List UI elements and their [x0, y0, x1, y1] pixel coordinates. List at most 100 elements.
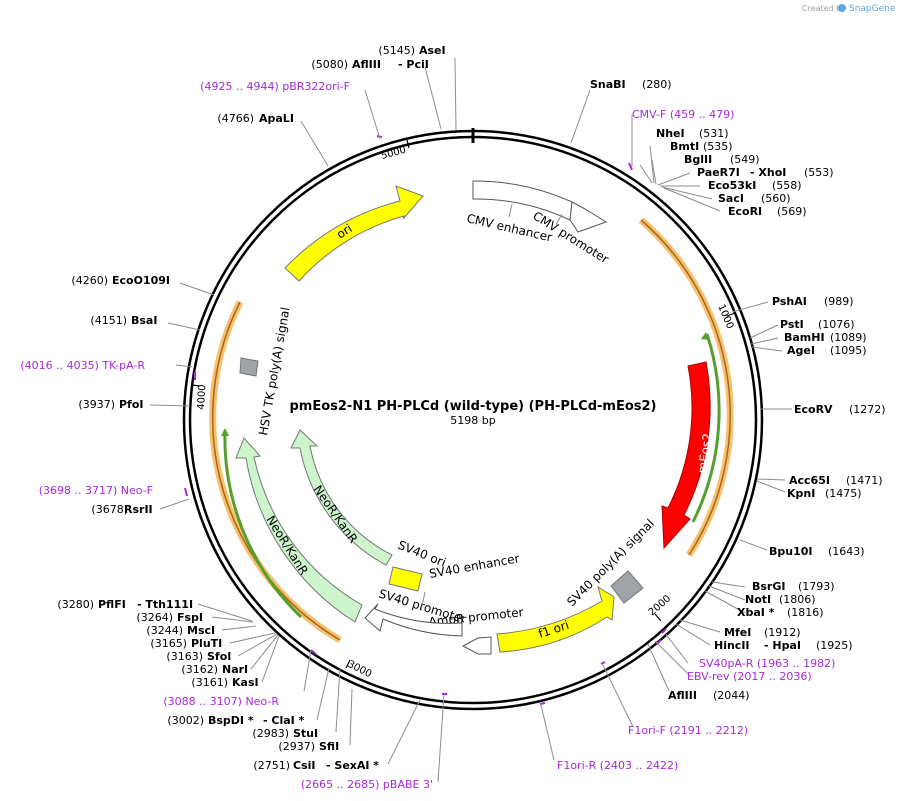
- ori-feature[interactable]: [284, 185, 424, 282]
- site-pos-pshai: (989): [824, 295, 854, 308]
- site-name-snabi: SnaBI: [590, 78, 626, 91]
- site-name-ecoo109i: EcoO109I: [112, 274, 170, 287]
- site-name-rsrii: RsrII: [124, 503, 153, 516]
- site-pos-mfei: (1912): [764, 626, 801, 639]
- neor-inner-feature[interactable]: [290, 429, 393, 566]
- sv40-polya-feature[interactable]: [610, 570, 644, 604]
- site-pos-sfoi: (3163): [166, 650, 203, 663]
- site-name-saci: SacI: [718, 192, 744, 205]
- site-pos-bspdi: (3002): [167, 714, 204, 727]
- site-name-bglii: BglII: [684, 153, 712, 166]
- site-pos-nari: (3162): [181, 663, 218, 676]
- site-pos-kpni: (1475): [825, 487, 862, 500]
- site-pos-acc65i: (1471): [846, 474, 883, 487]
- primer-tk-pa-r: (4016 .. 4035) TK-pA-R: [20, 359, 145, 372]
- site-name-acc65i: Acc65I: [789, 474, 830, 487]
- ampr-promoter-feature[interactable]: [461, 636, 492, 655]
- site-name-sexai: - SexAI *: [326, 759, 379, 772]
- site-name-xbai: XbaI *: [737, 606, 775, 619]
- site-name-afliii-5080: AflIII: [352, 58, 381, 71]
- site-name-afliii-2044: AflIII: [668, 689, 697, 702]
- neor-outer-label: NeoR/KanR: [263, 513, 310, 577]
- hsv-tk-label: HSV TK poly(A) signal: [256, 306, 292, 436]
- site-pos-snabi: (280): [642, 78, 672, 91]
- site-name-asei: AseI: [419, 44, 446, 57]
- credit-text: Created by: [802, 4, 846, 13]
- site-name-pfoi: PfoI: [119, 398, 144, 411]
- primer-neo-r: (3088 .. 3107) Neo-R: [163, 695, 279, 708]
- primer-labels: (4925 .. 4944) pBR322ori-F (4016 .. 4035…: [20, 80, 835, 791]
- hsv-tk-polya-feature[interactable]: [239, 357, 259, 377]
- tick-5000: 5000: [380, 145, 407, 162]
- site-pos-ecorv: (1272): [849, 403, 886, 416]
- site-name-clai: - ClaI *: [263, 714, 305, 727]
- site-pos-asei: (5145): [378, 44, 415, 57]
- cmv-enhancer-feature[interactable]: [472, 180, 573, 221]
- credit-brand: SnapGene: [849, 4, 896, 14]
- site-pos-kasi: (3161): [191, 676, 228, 689]
- site-name-ecori: EcoRI: [728, 205, 762, 218]
- primer-pbabe-3: (2665 .. 2685) pBABE 3': [301, 778, 433, 791]
- primer-neo-f: (3698 .. 3717) Neo-F: [39, 484, 153, 497]
- site-name-hincii: HincII: [714, 639, 750, 652]
- map-title: pmEos2-N1 PH-PLCd (wild-type) (PH-PLCd-m…: [289, 399, 656, 414]
- neor-outer-feature[interactable]: [235, 437, 363, 623]
- primer-ebv-rev: EBV-rev (2017 .. 2036): [687, 670, 812, 683]
- primer-cmv-f: CMV-F (459 .. 479): [632, 108, 734, 121]
- site-pos-nhei: (531): [699, 127, 729, 140]
- tick-2000: 2000: [647, 593, 673, 618]
- site-name-sfoi: SfoI: [207, 650, 231, 663]
- site-pos-pfoi: (3937): [78, 398, 115, 411]
- sv40-promoter-feature[interactable]: [364, 603, 463, 637]
- site-name-paer7i: PaeR7I: [697, 166, 740, 179]
- meos2-feature[interactable]: [661, 361, 711, 550]
- site-pos-rsrii: (3678): [91, 503, 128, 516]
- site-name-mfei: MfeI: [724, 626, 751, 639]
- site-name-apali: ApaLI: [259, 112, 294, 125]
- site-pos-bpu10i: (1643): [828, 545, 865, 558]
- site-name-xhoi: - XhoI: [750, 166, 786, 179]
- site-pos-bmti: (535): [703, 140, 733, 153]
- site-labels-right: SnaBI (280) NheI (531) BmtI (535) BglII …: [590, 78, 886, 702]
- site-pos-afliii-2044: (2044): [713, 689, 750, 702]
- site-name-pcii: - PciI: [398, 58, 429, 71]
- site-name-msci: MscI: [187, 624, 215, 637]
- site-name-tth111i: - Tth111I: [137, 598, 193, 611]
- site-pos-agei: (1095): [830, 344, 867, 357]
- f1-ori-feature[interactable]: [496, 585, 615, 653]
- site-name-noti: NotI: [745, 593, 771, 606]
- sv40-ori-feature[interactable]: [388, 566, 423, 592]
- site-pos-xbai: (1816): [787, 606, 824, 619]
- map-size: 5198 bp: [450, 414, 495, 427]
- primer-sv40pa-r: SV40pA-R (1963 .. 1982): [699, 657, 835, 670]
- site-name-kpni: KpnI: [787, 487, 815, 500]
- site-name-eco53ki: Eco53kI: [708, 179, 756, 192]
- site-labels-left: (5145) AseI (5080) AflIII - PciI (4766) …: [57, 44, 445, 772]
- site-pos-afliii-5080: (5080): [311, 58, 348, 71]
- site-name-psti: PstI: [780, 318, 804, 331]
- snapgene-logo-icon: [838, 4, 846, 12]
- site-pos-fspi: (3264): [136, 611, 173, 624]
- sv40-ori-label: SV40 ori: [396, 538, 448, 570]
- site-name-pluti: PluTI: [191, 637, 222, 650]
- site-pos-bsai: (4151): [90, 314, 127, 327]
- site-name-bsrgi: BsrGI: [752, 580, 785, 593]
- site-pos-pflfi: (3280): [57, 598, 94, 611]
- site-pos-xhoi: (553): [804, 166, 834, 179]
- site-name-pflfi: PflFI: [98, 598, 126, 611]
- site-pos-sfii: (2937): [278, 740, 315, 753]
- site-name-nhei: NheI: [656, 127, 685, 140]
- site-pos-bsrgi: (1793): [798, 580, 835, 593]
- site-name-stui: StuI: [293, 727, 318, 740]
- site-pos-pluti: (3165): [150, 637, 187, 650]
- meos2-label: mEos2: [695, 432, 715, 474]
- site-name-bpu10i: Bpu10I: [769, 545, 813, 558]
- site-pos-saci: (560): [761, 192, 791, 205]
- site-name-bspdi: BspDI *: [208, 714, 254, 727]
- leader-lines: [149, 57, 792, 783]
- primer-pbr322ori-f: (4925 .. 4944) pBR322ori-F: [200, 80, 350, 93]
- site-name-kasi: KasI: [232, 676, 259, 689]
- cmv-promoter-feature[interactable]: [569, 201, 608, 233]
